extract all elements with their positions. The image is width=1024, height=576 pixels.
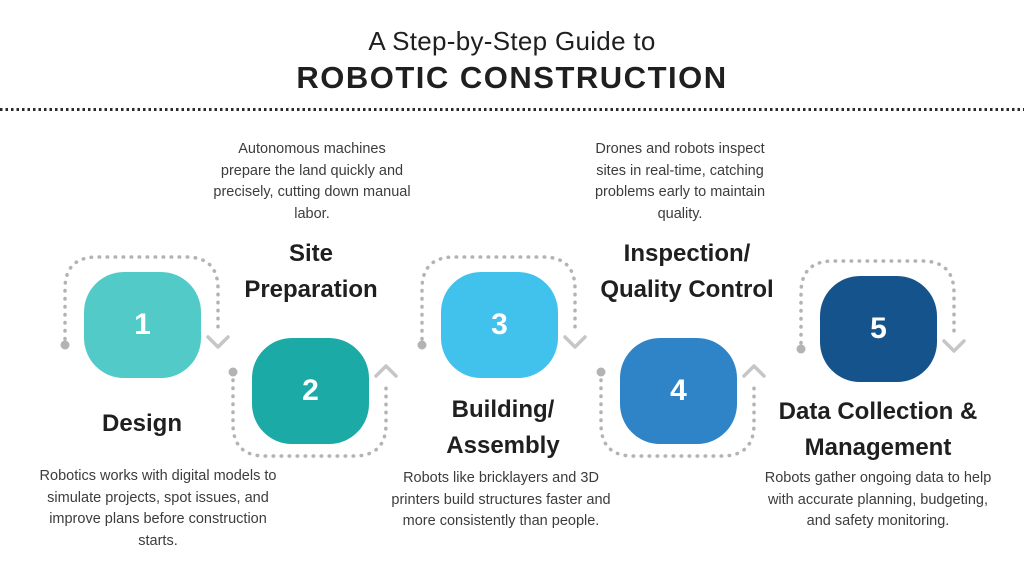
arrow-up-chevron-icon [742, 364, 766, 378]
arc-start-dot-icon [60, 340, 70, 350]
step-3-badge: 3 [441, 272, 558, 378]
arrow-up-chevron-icon [374, 364, 398, 378]
step-3-description: Robots like bricklayers and 3D printers … [391, 470, 611, 529]
step-1-badge: 1 [84, 272, 201, 378]
arrow-down-chevron-icon [563, 335, 587, 349]
step-4-number: 4 [670, 374, 687, 407]
step-1-description: Robotics works with digital models to si… [39, 468, 277, 549]
arc-connector-step-5 [796, 259, 966, 354]
step-5-number: 5 [870, 312, 887, 345]
step-2-title: Site Preparation [244, 240, 378, 303]
arc-connector-step-4 [596, 364, 766, 458]
step-4-badge: 4 [620, 338, 737, 444]
step-2-number: 2 [302, 374, 319, 407]
arc-start-dot-icon [417, 340, 427, 350]
step-5-description: Robots gather ongoing data to help with … [764, 470, 992, 529]
dotted-arc-path [63, 255, 220, 341]
step-2-description: Autonomous machines prepare the land qui… [213, 141, 411, 222]
step-2-badge: 2 [252, 338, 369, 444]
arrow-down-chevron-icon [206, 335, 230, 349]
arc-start-dot-icon [596, 367, 606, 377]
dotted-arc-path [799, 259, 956, 345]
step-3-number: 3 [491, 308, 508, 341]
step-3-title: Building/ Assembly [446, 396, 560, 459]
arc-start-dot-icon [228, 367, 238, 377]
step-5-title: Data Collection & Management [778, 398, 978, 461]
step-1-title: Design [101, 410, 182, 437]
step-4-title: Inspection/ Quality Control [600, 240, 774, 303]
dotted-arc-path [231, 378, 388, 458]
arrow-down-chevron-icon [942, 339, 966, 353]
arc-connector-step-1 [60, 255, 230, 350]
arc-connector-step-3 [417, 255, 587, 350]
step-1-number: 1 [134, 308, 151, 341]
page-subtitle: A Step-by-Step Guide to [368, 26, 656, 56]
arc-start-dot-icon [796, 344, 806, 354]
page-title: ROBOTIC CONSTRUCTION [296, 60, 728, 95]
dotted-arc-path [599, 378, 756, 458]
dotted-arc-path [420, 255, 577, 341]
dotted-divider [0, 108, 1024, 111]
arc-connector-step-2 [228, 364, 398, 458]
step-5-badge: 5 [820, 276, 937, 382]
step-4-description: Drones and robots inspect sites in real-… [594, 141, 766, 222]
